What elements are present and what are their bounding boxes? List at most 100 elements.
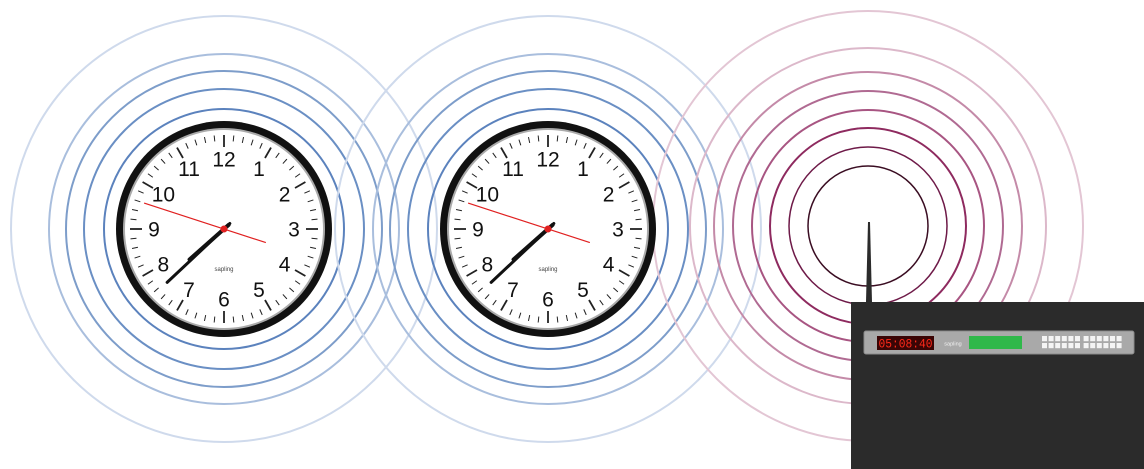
clock-minute-tick <box>518 139 522 146</box>
clock-minute-tick <box>618 173 625 178</box>
network-port <box>1075 343 1080 349</box>
clock-minute-tick <box>565 314 569 322</box>
clock-minute-tick <box>203 136 207 144</box>
clock-1-wave-ring <box>65 70 383 388</box>
clock-brand-logo: sapling <box>214 267 233 273</box>
clock-minute-tick <box>455 246 463 250</box>
clock-minute-tick <box>471 280 478 285</box>
clock-hour-tick <box>264 147 272 159</box>
clock-2-wave-ring <box>407 88 689 370</box>
clock-second-hand <box>143 202 267 244</box>
clock-numeral: 6 <box>542 289 554 312</box>
clock-minute-tick <box>309 208 317 212</box>
clock-minute-tick <box>537 135 540 142</box>
clock-minute-hand <box>165 222 232 284</box>
clock-minute-tick <box>311 218 318 221</box>
clock-minute-tick <box>232 135 235 142</box>
clock-numeral: 10 <box>476 184 499 207</box>
clock-numeral: 7 <box>183 279 195 302</box>
network-port-array <box>1042 336 1122 349</box>
master-transmitter: 05:08:40 sapling <box>851 222 1144 469</box>
clock-minute-tick <box>606 158 612 164</box>
clock-minute-tick <box>461 264 468 268</box>
clock-hour-tick <box>500 147 508 159</box>
clock-minute-tick <box>618 280 625 285</box>
clock-hour-tick <box>618 269 630 277</box>
clock-numeral: 8 <box>482 254 494 277</box>
clock-minute-tick <box>458 199 465 203</box>
clock-numeral: 5 <box>253 279 265 302</box>
network-port <box>1110 336 1115 342</box>
clock-minute-tick <box>282 294 288 300</box>
clock-minute-tick <box>492 299 497 306</box>
clock-minute-tick <box>275 152 280 159</box>
clock-minute-tick <box>137 190 144 194</box>
clock-minute-tick <box>556 135 559 142</box>
clock-minute-hand <box>489 222 556 284</box>
clock-minute-tick <box>583 142 587 149</box>
clock-minute-tick <box>153 287 159 293</box>
clock-minute-tick <box>153 165 159 171</box>
clock-numeral: 12 <box>212 149 235 172</box>
clock-2-wave-ring <box>334 15 762 443</box>
network-port <box>1061 336 1067 342</box>
clock-minute-tick <box>556 316 559 323</box>
clock-minute-tick <box>185 309 189 316</box>
transmitter-enclosure <box>851 302 1144 469</box>
clock-numeral: 6 <box>218 289 230 312</box>
network-port <box>1103 343 1109 349</box>
clock-minute-tick <box>147 173 154 178</box>
network-port <box>1083 343 1089 349</box>
clock-minute-tick <box>259 309 263 316</box>
clock-1-wave-ring <box>48 53 400 405</box>
clock-minute-tick <box>477 287 483 293</box>
clock-minute-tick <box>537 316 540 323</box>
clock-hour-tick <box>176 147 184 159</box>
clock-minute-tick <box>635 237 642 240</box>
clock-minute-tick <box>631 255 638 259</box>
clock-minute-tick <box>455 208 463 212</box>
network-port <box>1116 343 1122 349</box>
led-time-display: 05:08:40 <box>879 338 933 352</box>
clock-minute-tick <box>471 173 478 178</box>
network-port <box>1042 343 1047 349</box>
clock-minute-tick <box>599 152 604 159</box>
network-port <box>1096 343 1102 349</box>
network-port <box>1103 336 1109 342</box>
clock-hour-tick <box>142 181 154 189</box>
clock-numeral: 4 <box>279 254 291 277</box>
clock-minute-tick <box>232 316 235 323</box>
clock-minute-tick <box>311 237 318 240</box>
clock-minute-tick <box>289 287 295 293</box>
clock-minute-tick <box>613 287 619 293</box>
clock-hour-tick <box>588 299 596 311</box>
clock-numeral: 2 <box>279 184 291 207</box>
clock-minute-tick <box>130 218 137 221</box>
status-bar <box>969 336 1022 349</box>
clock-minute-tick <box>628 190 635 194</box>
clock-2-wave-ring <box>389 70 707 388</box>
clock-hour-tick <box>466 269 478 277</box>
clock-hour-tick <box>466 181 478 189</box>
clock-minute-tick <box>289 165 295 171</box>
clock-hour-tick <box>264 299 272 311</box>
clock-minute-tick <box>509 142 513 149</box>
clock-numeral: 1 <box>253 158 265 181</box>
clock-minute-tick <box>574 312 578 319</box>
clock-minute-tick <box>309 246 317 250</box>
clock-minute-tick <box>599 299 604 306</box>
clock-tick-marks <box>130 135 318 323</box>
clock-minute-tick <box>583 309 587 316</box>
clock-minute-tick <box>454 237 461 240</box>
clock-minute-tick <box>628 264 635 268</box>
network-port <box>1048 343 1054 349</box>
clock-minute-tick <box>203 314 207 322</box>
clock-hour-tick <box>176 299 184 311</box>
clock-minute-tick <box>304 264 311 268</box>
clock-center-cap <box>220 225 228 233</box>
clock-numeral: 5 <box>577 279 589 302</box>
clock-minute-tick <box>631 199 638 203</box>
